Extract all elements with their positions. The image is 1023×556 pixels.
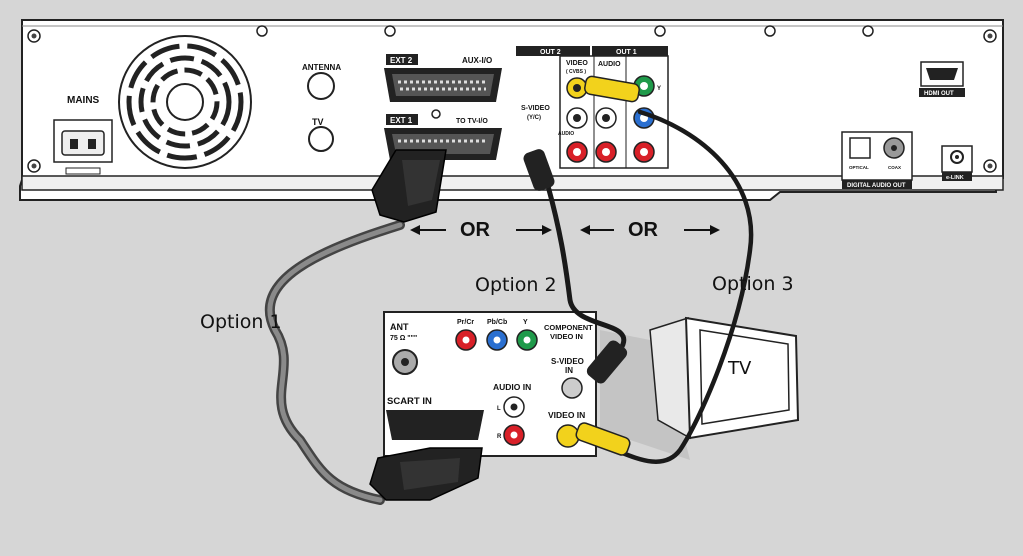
- scart-in-label: SCART IN: [387, 396, 432, 407]
- antenna-input-jack: [307, 72, 335, 100]
- screw-icon: [27, 25, 997, 173]
- out2-label: OUT 2: [540, 49, 561, 56]
- ext2-label: EXT 2: [390, 56, 413, 65]
- or-separator-left: OR: [410, 219, 552, 241]
- hdmi-port: HDMI OUT: [919, 61, 965, 97]
- y-comp-label: Y: [523, 319, 528, 326]
- svideo-in-label: S-VIDEO: [551, 357, 584, 366]
- aux-io-label: AUX-I/O: [462, 56, 492, 65]
- svideo-sub-label: (Y/C): [527, 115, 541, 121]
- mains-label: MAINS: [67, 95, 100, 106]
- pbcb-label: Pb/Cb: [487, 319, 507, 326]
- l-label: L: [497, 406, 501, 412]
- ant-label: ANT: [390, 322, 409, 332]
- option3-label: Option 3: [712, 273, 794, 295]
- y-mark: Y: [657, 86, 661, 92]
- ant-sub-label: 75 Ω """: [390, 335, 417, 342]
- recorder-back-panel: MAINS ANTENNA TV EXT 2 AUX-I/O: [19, 19, 1004, 201]
- coax-label: COAX: [888, 165, 901, 170]
- elink-label: e-LINK: [946, 175, 964, 181]
- ext1-label: EXT 1: [390, 116, 413, 125]
- audio-side-label: AUDIO: [558, 131, 574, 137]
- r-label: R: [497, 434, 502, 440]
- scart-cable: [264, 149, 483, 505]
- option2-label: Option 2: [475, 274, 557, 296]
- svideo-in-jack: [561, 377, 583, 399]
- out1-label: OUT 1: [616, 49, 637, 56]
- or-right-text: OR: [628, 219, 659, 241]
- audio-top-label: AUDIO: [598, 61, 621, 68]
- or-separator-right: OR: [580, 219, 720, 241]
- rca-jacks: [566, 75, 655, 163]
- tv-set-icon: TV: [600, 316, 800, 460]
- antenna-label: ANTENNA: [302, 63, 341, 72]
- component-jacks: [455, 329, 538, 351]
- tv-label: TV: [727, 358, 752, 379]
- svideo-label: S-VIDEO: [521, 105, 550, 112]
- svideo-cable: [523, 149, 628, 384]
- digital-audio-out-label: DIGITAL AUDIO OUT: [847, 183, 906, 189]
- audio-in-label: AUDIO IN: [493, 382, 531, 392]
- hdmi-out-label: HDMI OUT: [924, 91, 954, 97]
- tv-out-label: TV: [312, 117, 324, 127]
- option1-label: Option 1: [200, 311, 282, 333]
- tv-scart-socket: [386, 410, 484, 440]
- component-label: COMPONENT: [544, 323, 593, 332]
- video-cvbs-label: VIDEO: [566, 60, 588, 67]
- prcr-label: Pr/Cr: [457, 319, 474, 326]
- composite-video-cable: [575, 75, 754, 464]
- tv-rf-jack: [308, 126, 334, 152]
- elink-port: e-LINK: [941, 145, 973, 181]
- component-video-in-label: VIDEO IN: [550, 332, 583, 341]
- video-cvbs-sub: ( CVBS ): [566, 69, 586, 75]
- fan-grille-icon: [118, 35, 252, 169]
- digital-audio-out-block: OPTICAL COAX DIGITAL AUDIO OUT: [841, 131, 913, 189]
- svideo-in-label-2: IN: [565, 366, 573, 375]
- mains-socket: [53, 119, 113, 175]
- optical-label: OPTICAL: [849, 165, 869, 170]
- tv-back-panel: ANT 75 Ω """ Pr/Cr Pb/Cb Y COMPONENT VID…: [383, 311, 597, 457]
- or-left-text: OR: [460, 219, 491, 241]
- to-tv-io-label: TO TV-I/O: [456, 118, 488, 125]
- ext2-scart-socket: [384, 68, 502, 102]
- video-in-label: VIDEO IN: [548, 410, 585, 420]
